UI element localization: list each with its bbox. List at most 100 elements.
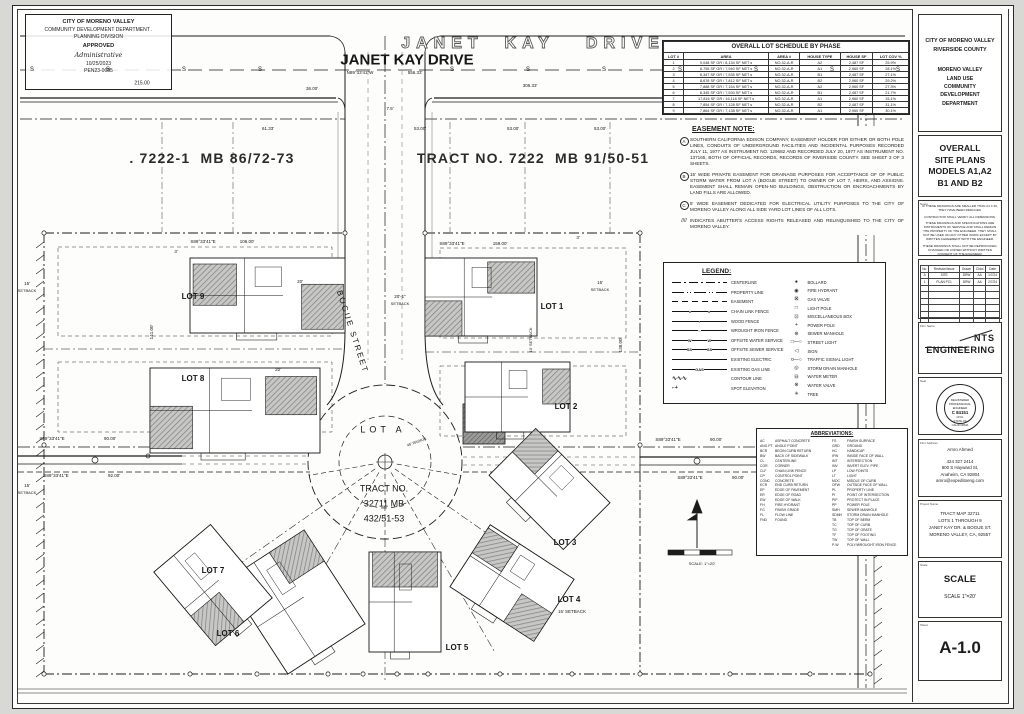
lot-schedule-column-header: AREA # [768,52,801,60]
easement-note-text: 5' WIDE EASEMENT DEDICATED FOR ELECTRICA… [690,200,904,212]
abbreviation-key: PL [832,488,837,493]
abbreviation-key: PI [832,493,836,498]
abbreviation-key: GRD [832,443,840,448]
legend-line-sample: GAS [672,367,728,372]
sewer-marker: S [829,67,835,73]
legend-symbol-icon: + [794,322,798,329]
legend-symbol-icon: ⊛ [794,330,799,337]
legend-line-label: OFFSITE SEWER SERVICE [731,347,784,353]
abbreviation-value: INTERSECTION [847,458,873,463]
dimension-label: 20'-1" [394,293,406,299]
stamp-date: 10/25/2023 [85,60,112,67]
abbreviation-entry: PI POINT OF INTERSECTION [832,493,904,498]
abbreviation-key: FND [760,518,767,522]
lot-label: LOT 1 [540,302,564,311]
scale-label: SCALE [943,574,977,585]
legend-symbol-icon: ✳ [794,391,799,398]
legend-symbol-entry: ⊠GAS VALVE [789,295,881,304]
easement-note-item: ////INDICATES ABUTTER'S ACCESS RIGHTS RE… [678,218,910,230]
lot-label: LOT 9 [181,292,205,301]
abbreviation-key: SMH [832,508,840,513]
sewer-marker: S [753,67,759,73]
abbreviation-key: TC [832,522,837,527]
lot-schedule-column-header: LOT # [662,52,685,60]
dimension-label: 3' [174,248,178,254]
project-line: TRACT MAP 32711 [940,511,980,516]
lot-schedule-cell: 7,864 SF GR / 7,138 SF NET s [683,107,770,114]
abbreviation-value: EDGE OF PAVEMENT [775,488,810,493]
legend-symbol-icon: ◎ [794,365,799,372]
scale-box: Scale SCALE SCALE 1"=20' [918,561,1002,618]
sewer-marker: S [449,67,455,73]
legend-symbol-entry: ⊟WATER METER [789,373,881,382]
sewer-marker: S [525,67,531,73]
legend-symbol-entry: ◉FIRE HYDRANT [789,287,881,296]
sewer-marker: S [105,67,111,73]
legend-symbol-label: STORM DRAIN MANHOLE [807,365,858,371]
sheet-title-line: B1 AND B2 [937,177,983,188]
stamp-line: COMMUNITY DEVELOPMENT DEPARTMENT . [44,26,153,33]
easement-note-title: EASEMENT NOTE: [692,126,755,133]
lot-label: LOT 7 [201,566,225,575]
dimension-label: S89°33'41"E [39,435,65,441]
firm-name-nts: NTS [974,333,995,343]
dimension-label: S89°33'41"E [677,474,703,480]
legend-line-sample [672,282,727,284]
abbreviation-value: POWER POLE [847,503,870,508]
abbreviation-value: CONCRETE [775,478,795,483]
legend-symbol-icon: ⊡ [794,313,799,320]
dimension-label: . 7222-1 MB 86/72-73 [129,150,295,166]
house-footprint [424,257,538,344]
dimension-label: 141.00' [148,324,154,340]
project-line: MORENO VALLEY, CA, 92557 [929,531,991,537]
sewer-marker: S [181,67,187,73]
abbreviations-title: ABBREVIATIONS: [810,431,854,437]
abbreviation-key: OFW [832,483,840,488]
easement-note-text: INDICATES ABUTTER'S ACCESS RIGHTS RELEAS… [690,217,904,229]
abbreviation-value: POINT OF INTERSECTION [847,493,890,498]
abbreviation-value: STORM DRAIN MANHOLE [847,513,889,518]
abbreviation-value: FOUND [775,518,788,522]
legend-symbol-entry: +POWER POLE [789,321,881,330]
sewer-marker: S [895,67,901,73]
dimension-label: JANET KAY DRIVE [401,35,665,52]
legend-line-label: CONTOUR LINE [731,376,762,382]
legend-line-label: EASEMENT [731,299,754,305]
abbreviation-value: TOP OF GRATE [847,527,872,532]
house-footprint [488,427,611,551]
legend-symbol-entry: ◎ STORM DRAIN MANHOLE [789,364,881,373]
legend-symbol-icon: ⊟ [794,373,799,380]
dimension-label: 432/51-53 [363,513,405,524]
dimension-label: SETBACK [390,301,410,306]
abbreviation-value: INSIDE FACE OF WALL [847,453,884,458]
seal-arc-text: REGISTERED PROFESSIONAL ENGINEER [949,398,971,410]
lot-label: LOT 4 [557,595,581,604]
dimension-label: S89°33'41"E [439,240,465,246]
abbreviation-key: SDMH [832,513,842,518]
legend-symbol-label: SEWER MANHOLE [807,331,844,337]
abbreviation-key: AC [760,439,765,443]
dimension-label: S89°33'41"E [43,472,69,478]
legend-line-label: WOOD FENCE [731,318,760,324]
legend-symbol-icon: ● [794,279,798,286]
legend-symbol-icon: □—○ [790,339,802,346]
lot-label: LOT 3 [553,538,577,547]
legend-line-sample [672,291,727,293]
easement-note-text: SOUTHERN CALIFORNIA EDISON COMPANY, EASE… [690,137,904,166]
abbreviation-key: CONC [760,478,770,483]
